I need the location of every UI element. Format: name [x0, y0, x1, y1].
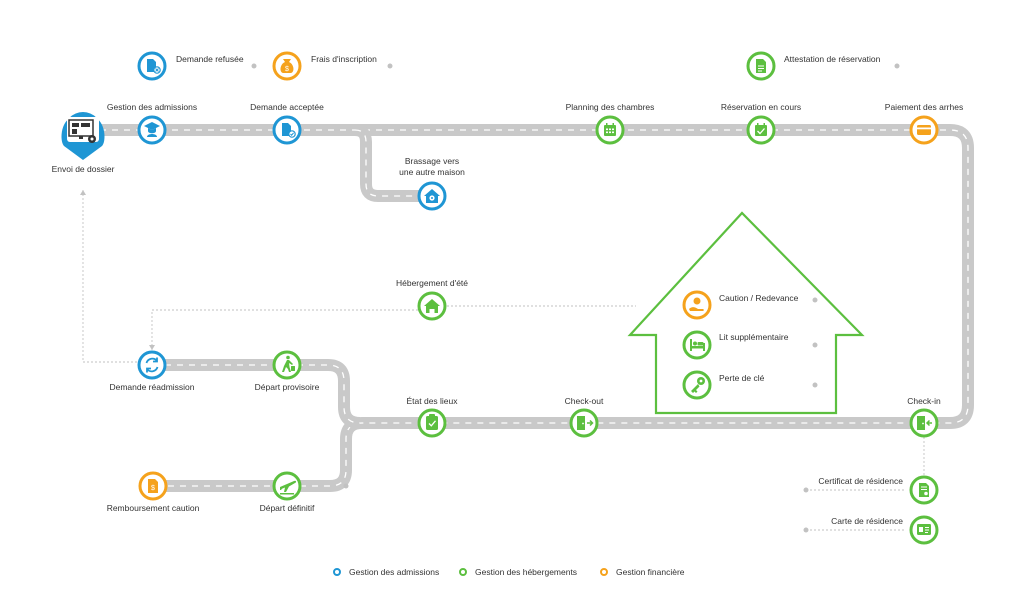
node-brassage[interactable]: Brassage vers une autre maison	[399, 156, 465, 211]
node-remboursement-caution[interactable]: $ Remboursement caution	[107, 471, 200, 513]
legend-ring-financiere-icon	[600, 568, 608, 576]
node-paiement-arrhes[interactable]: Paiement des arrhes	[885, 102, 963, 145]
legend-label-admissions: Gestion des admissions	[349, 567, 440, 577]
hand-coin-icon	[689, 297, 704, 311]
walking-luggage-icon	[282, 355, 295, 372]
certificate-icon	[919, 483, 929, 497]
road-network	[88, 124, 974, 492]
label-remboursement-caution: Remboursement caution	[107, 503, 200, 513]
label-check-out: Check-out	[565, 396, 604, 406]
node-planning-chambres[interactable]: Planning des chambres	[566, 102, 655, 145]
bed-icon	[690, 339, 705, 351]
airplane-icon	[280, 480, 297, 495]
id-card-icon	[917, 524, 931, 535]
legend-ring-hebergements-icon	[459, 568, 467, 576]
node-reservation-en-cours[interactable]: Réservation en cours	[721, 102, 801, 145]
label-envoi-dossier: Envoi de dossier	[52, 164, 115, 174]
node-certificat-residence[interactable]: Certificat de résidence	[818, 475, 939, 505]
credit-card-icon	[917, 125, 931, 135]
label-caution-redevance: Caution / Redevance	[719, 293, 799, 303]
node-demande-acceptee[interactable]: Demande acceptée	[250, 102, 324, 145]
connectors	[82, 190, 925, 531]
legend-label-hebergements: Gestion des hébergements	[475, 567, 578, 577]
label-depart-provisoire: Départ provisoire	[255, 382, 320, 392]
clipboard-check-icon	[426, 414, 438, 430]
label-hebergement-ete: Hébergement d'été	[396, 278, 468, 288]
label-lit-supplementaire: Lit supplémentaire	[719, 332, 789, 342]
label-depart-definitif: Départ définitif	[260, 503, 315, 513]
label-demande-readmission: Demande réadmission	[109, 382, 194, 392]
node-demande-refusee[interactable]: Demande refusée	[137, 51, 244, 81]
home-icon	[424, 299, 440, 313]
node-envoi-dossier[interactable]: Envoi de dossier	[52, 112, 115, 174]
connector-ends	[80, 63, 900, 533]
key-icon	[691, 377, 705, 393]
node-perte-cle[interactable]: Perte de clé	[682, 370, 765, 400]
label-certificat-residence: Certificat de résidence	[818, 476, 903, 486]
node-frais-inscription[interactable]: $ Frais d'inscription	[272, 51, 377, 81]
calendar-check-icon	[755, 123, 767, 136]
label-perte-cle: Perte de clé	[719, 373, 765, 383]
label-planning-chambres: Planning des chambres	[566, 102, 655, 112]
legend-label-financiere: Gestion financière	[616, 567, 685, 577]
document-accepted-icon	[282, 123, 296, 138]
label-paiement-arrhes: Paiement des arrhes	[885, 102, 963, 112]
node-depart-definitif[interactable]: Départ définitif	[260, 471, 315, 513]
node-lit-supplementaire[interactable]: Lit supplémentaire	[682, 330, 789, 360]
node-caution-redevance[interactable]: Caution / Redevance	[682, 290, 799, 320]
label-demande-acceptee: Demande acceptée	[250, 102, 324, 112]
house-outline	[627, 211, 865, 415]
document-refused-icon	[147, 59, 161, 74]
label-reservation-en-cours: Réservation en cours	[721, 102, 801, 112]
legend: Gestion des admissions Gestion des héber…	[0, 567, 1024, 583]
refresh-icon	[145, 357, 159, 373]
legend-item-admissions: Gestion des admissions	[333, 567, 439, 577]
legend-item-hebergements: Gestion des hébergements	[459, 567, 577, 577]
node-gestion-admissions[interactable]: Gestion des admissions	[107, 102, 197, 145]
calendar-icon	[604, 123, 616, 136]
label-brassage-1: Brassage vers	[405, 156, 459, 166]
node-attestation-reservation[interactable]: Attestation de réservation	[746, 51, 881, 81]
money-bag-icon: $	[280, 59, 294, 73]
node-demande-readmission[interactable]: Demande réadmission	[109, 350, 195, 392]
document-icon	[756, 59, 766, 73]
door-exit-icon	[577, 416, 594, 430]
node-etat-lieux[interactable]: État des lieux	[406, 396, 458, 438]
label-demande-refusee: Demande refusée	[176, 54, 244, 64]
door-enter-icon	[917, 416, 932, 430]
node-hebergement-ete[interactable]: Hébergement d'été	[396, 278, 468, 321]
house-gear-icon	[424, 189, 440, 203]
road-branch-readmission	[153, 359, 361, 429]
legend-item-financiere: Gestion financière	[600, 567, 685, 577]
node-check-in[interactable]: Check-in	[907, 396, 941, 438]
node-depart-provisoire[interactable]: Départ provisoire	[255, 350, 320, 392]
label-frais-inscription: Frais d'inscription	[311, 54, 377, 64]
label-check-in: Check-in	[907, 396, 941, 406]
svg-text:$: $	[151, 485, 155, 492]
svg-text:$: $	[285, 66, 289, 73]
refund-document-icon: $	[148, 479, 158, 493]
label-etat-lieux: État des lieux	[406, 396, 458, 406]
node-carte-residence[interactable]: Carte de résidence	[831, 515, 939, 545]
label-gestion-admissions: Gestion des admissions	[107, 102, 197, 112]
legend-ring-admissions-icon	[333, 568, 341, 576]
label-attestation-reservation: Attestation de réservation	[784, 54, 881, 64]
dossier-monitor-icon	[68, 119, 96, 143]
node-check-out[interactable]: Check-out	[565, 396, 604, 438]
graduate-icon	[144, 122, 160, 137]
label-brassage-2: une autre maison	[399, 167, 465, 177]
label-carte-residence: Carte de résidence	[831, 516, 903, 526]
